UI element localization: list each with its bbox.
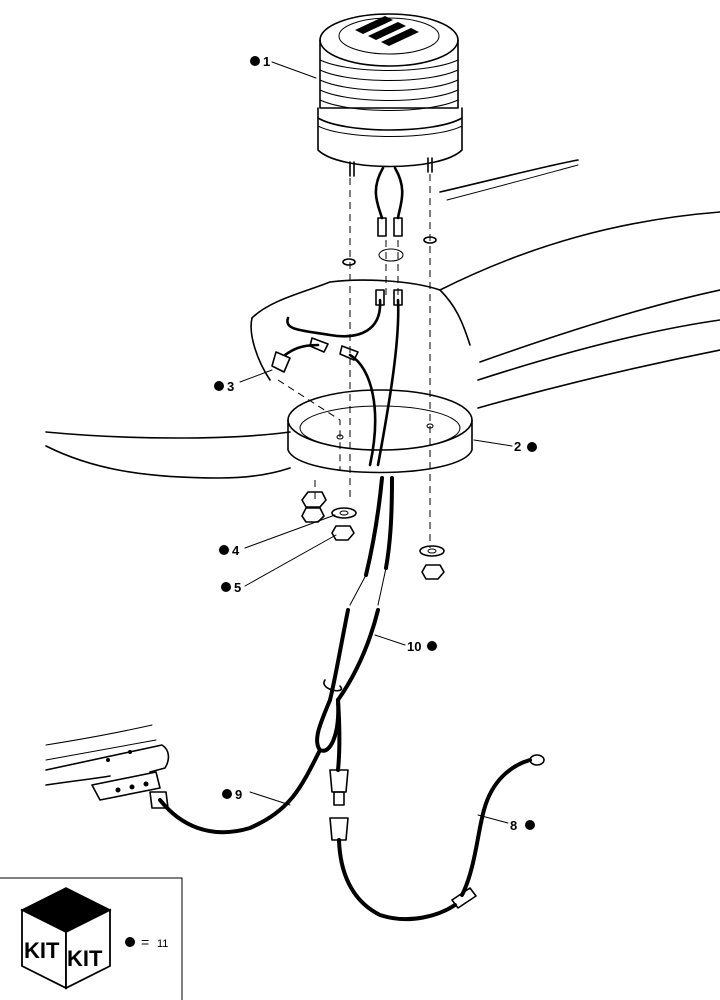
fasteners: [301, 491, 445, 580]
callout-label: 9: [235, 787, 242, 802]
kit-number: 11: [157, 938, 168, 950]
kit-equals: =: [141, 934, 149, 950]
callout-label: 2: [514, 439, 521, 454]
callout-1: 1: [250, 54, 270, 69]
callout-leaders: [239, 61, 513, 824]
connection-cable: [149, 698, 457, 922]
callout-label: 8: [510, 818, 517, 833]
callout-2: 2: [514, 439, 537, 454]
callout-8: 8: [510, 818, 535, 833]
kit-cube-icon: [20, 887, 112, 990]
kit-right-label: KIT: [67, 946, 103, 971]
callout-4: 4: [219, 543, 240, 558]
base-wires: [271, 289, 403, 467]
roof-panel-outline: [45, 159, 720, 479]
callout-label: 4: [232, 543, 240, 558]
lamp-logo-icon: [355, 16, 419, 46]
callout-label: 3: [227, 379, 234, 394]
lamp-pigtail-wires: [374, 166, 404, 262]
callout-label: 5: [234, 580, 241, 595]
callout-9: 9: [222, 787, 242, 802]
beacon-lamp: [317, 13, 463, 177]
callout-label: 10: [407, 639, 421, 654]
main-harness: [315, 476, 394, 753]
kit-legend: KIT KIT = 11: [0, 877, 183, 1000]
switch-panel: [45, 724, 170, 801]
callout-5: 5: [221, 580, 241, 595]
kit-marker-icon: [125, 937, 135, 947]
callout-label: 1: [263, 54, 270, 69]
callout-10: 10: [407, 639, 437, 654]
callout-3: 3: [214, 379, 234, 394]
assembly-lines: [277, 174, 431, 548]
kit-left-label: KIT: [24, 938, 60, 963]
ground-strap: [451, 754, 545, 909]
